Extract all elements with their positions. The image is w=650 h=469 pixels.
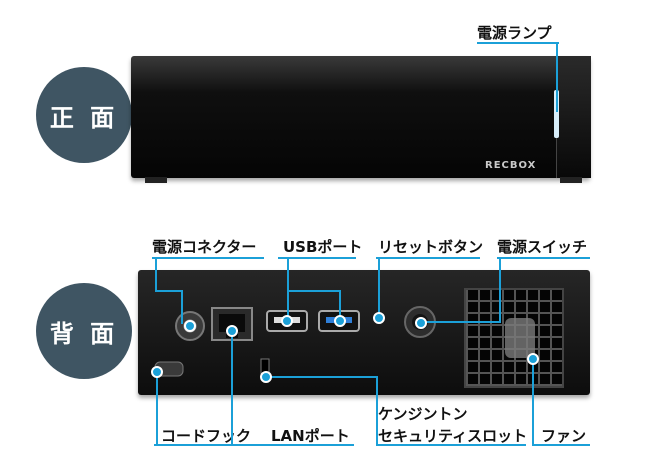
- reset-button-leader: [378, 257, 380, 315]
- usb-port-label: USBポート: [283, 238, 363, 256]
- reset-button-dot: [373, 312, 385, 324]
- kensington-leader: [376, 376, 378, 446]
- power-switch-underline: [497, 257, 590, 259]
- kensington-leader-h: [265, 376, 378, 378]
- lan-port-leader: [231, 330, 233, 446]
- power-lamp-leader: [556, 42, 558, 112]
- cord-hook-leader: [156, 370, 158, 446]
- power-switch-leader-h: [422, 321, 501, 323]
- power-switch-label: 電源スイッチ: [497, 238, 588, 256]
- fan-leader: [532, 360, 534, 446]
- back-badge: 背 面: [36, 283, 132, 379]
- front-device-cap: [556, 56, 591, 178]
- front-foot-left: [145, 177, 167, 183]
- power-lamp-label: 電源ランプ: [477, 24, 552, 42]
- cord-hook-label: コードフック: [161, 427, 252, 445]
- front-device: [131, 56, 590, 178]
- usb-port-left-dot: [281, 315, 293, 327]
- usb-port-leader-v2: [339, 290, 341, 316]
- fan-underline: [532, 444, 590, 446]
- power-lamp-indicator: [554, 90, 559, 138]
- power-connector-label: 電源コネクター: [152, 238, 257, 256]
- lan-port-label: LANポート: [271, 427, 350, 445]
- usb-port-leader-h: [287, 290, 341, 292]
- power-lamp-underline: [477, 42, 559, 44]
- power-connector-dot: [184, 320, 196, 332]
- power-switch-dot: [415, 317, 427, 329]
- power-switch-leader: [499, 257, 501, 323]
- fan-label: ファン: [541, 427, 587, 445]
- reset-button-underline: [376, 257, 480, 259]
- cord-hook-underline: [154, 444, 250, 446]
- kensington-label-line2: セキュリティスロット: [378, 427, 528, 445]
- front-badge: 正 面: [36, 67, 132, 163]
- fan-blade-icon: [505, 318, 535, 358]
- front-foot-right: [560, 177, 582, 183]
- power-connector-underline: [152, 257, 264, 259]
- usb-port-leader: [287, 257, 289, 317]
- lan-port-dot: [226, 325, 238, 337]
- power-connector-leader-v2: [181, 290, 183, 324]
- lan-port-underline: [231, 444, 354, 446]
- kensington-dot: [260, 371, 272, 383]
- brand-logo: RECBOX: [485, 160, 537, 171]
- kensington-label-line1: ケンジントン: [378, 405, 468, 423]
- back-badge-label: 背 面: [49, 319, 119, 348]
- usb-port-right-dot: [334, 315, 346, 327]
- usb-port-underline: [278, 257, 356, 259]
- kensington-underline: [376, 444, 526, 446]
- power-connector-leader-h: [155, 290, 182, 292]
- front-badge-label: 正 面: [49, 103, 119, 132]
- reset-button-label: リセットボタン: [378, 238, 484, 256]
- cord-hook-dot: [151, 366, 163, 378]
- power-connector-leader: [155, 257, 157, 292]
- fan-dot: [527, 353, 539, 365]
